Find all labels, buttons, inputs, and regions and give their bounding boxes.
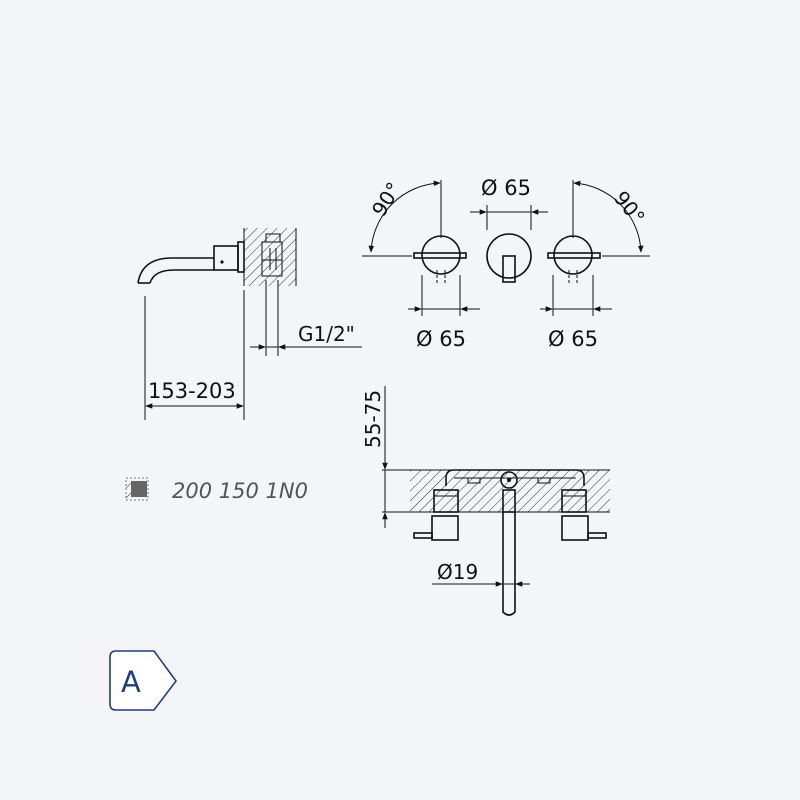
section-view [382, 386, 610, 616]
side-view [137, 228, 362, 420]
spout-cover-rosette [486, 233, 532, 279]
diverter-valve [500, 471, 518, 489]
rough-depth-label: 55-75 [361, 390, 385, 448]
concealed-box-icon [125, 477, 149, 501]
product-code: 200 150 1N0 [172, 479, 308, 503]
wall-section-hatch [410, 470, 610, 512]
spout-diameter-label: Ø19 [437, 560, 478, 584]
right-handle-diameter-label: Ø 65 [548, 327, 598, 351]
front-view [362, 180, 650, 316]
right-rotation-label: 90° [609, 186, 650, 229]
left-rotation-label: 90° [367, 178, 406, 221]
energy-class-badge [109, 650, 177, 711]
left-handle-diameter-label: Ø 65 [416, 327, 466, 351]
energy-class-label: A [121, 665, 141, 699]
right-handle-lever [547, 252, 601, 259]
spout-length-label: 153-203 [148, 379, 236, 403]
left-handle-rosette [421, 235, 461, 275]
spout-body [213, 245, 239, 271]
connecting-pipe [445, 469, 585, 486]
thread-size-label: G1/2" [298, 322, 355, 346]
spout-section [502, 512, 516, 616]
left-rotation-arc [368, 180, 441, 253]
spout-front [502, 255, 516, 283]
left-valve-handle [431, 515, 459, 541]
right-valve-handle [561, 515, 589, 541]
left-handle-lever [413, 252, 467, 259]
right-handle-rosette [553, 235, 593, 275]
right-rotation-arc [573, 180, 644, 253]
spout-cover-diameter-label: Ø 65 [481, 176, 531, 200]
spout-outline-top [137, 257, 214, 284]
spout-outline-bottom [149, 269, 214, 284]
